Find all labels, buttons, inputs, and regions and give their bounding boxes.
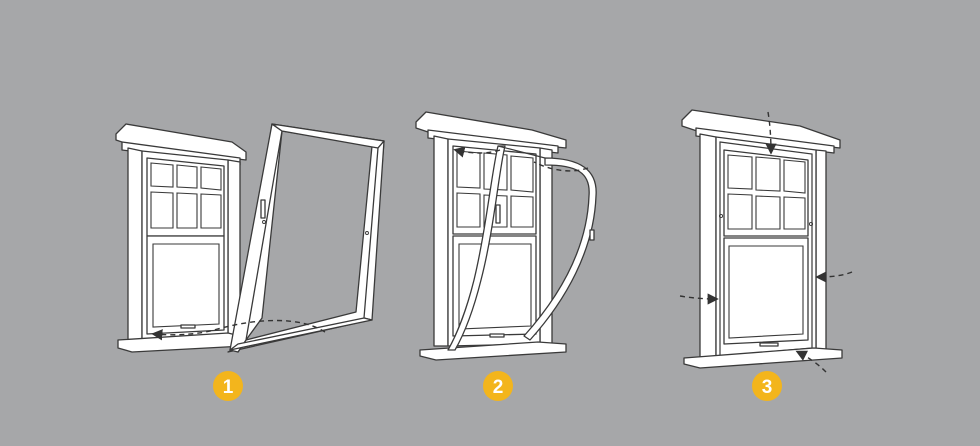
step-3-arrow-bottom xyxy=(795,350,827,373)
step-3-arrow-top xyxy=(765,111,777,155)
step-number-1: 1 xyxy=(223,377,234,398)
step-number-2: 2 xyxy=(493,377,504,398)
step-1-illustration xyxy=(115,123,385,353)
step-2-arrow-top xyxy=(453,146,501,158)
screen-1 xyxy=(227,123,385,353)
window-3 xyxy=(681,109,843,369)
window-1 xyxy=(115,123,247,353)
step-badge-2: 2 xyxy=(483,371,513,401)
step-3-arrow-left xyxy=(679,293,719,305)
screen-2-flexed xyxy=(447,145,597,351)
step-badge-1: 1 xyxy=(213,371,243,401)
step-badge-3: 3 xyxy=(752,371,782,401)
step-number-3: 3 xyxy=(762,377,773,398)
step-3-illustration xyxy=(679,109,853,373)
step-2-arrow-right xyxy=(533,161,589,172)
step-2-illustration xyxy=(415,111,597,361)
step-3-arrow-right xyxy=(815,271,853,283)
